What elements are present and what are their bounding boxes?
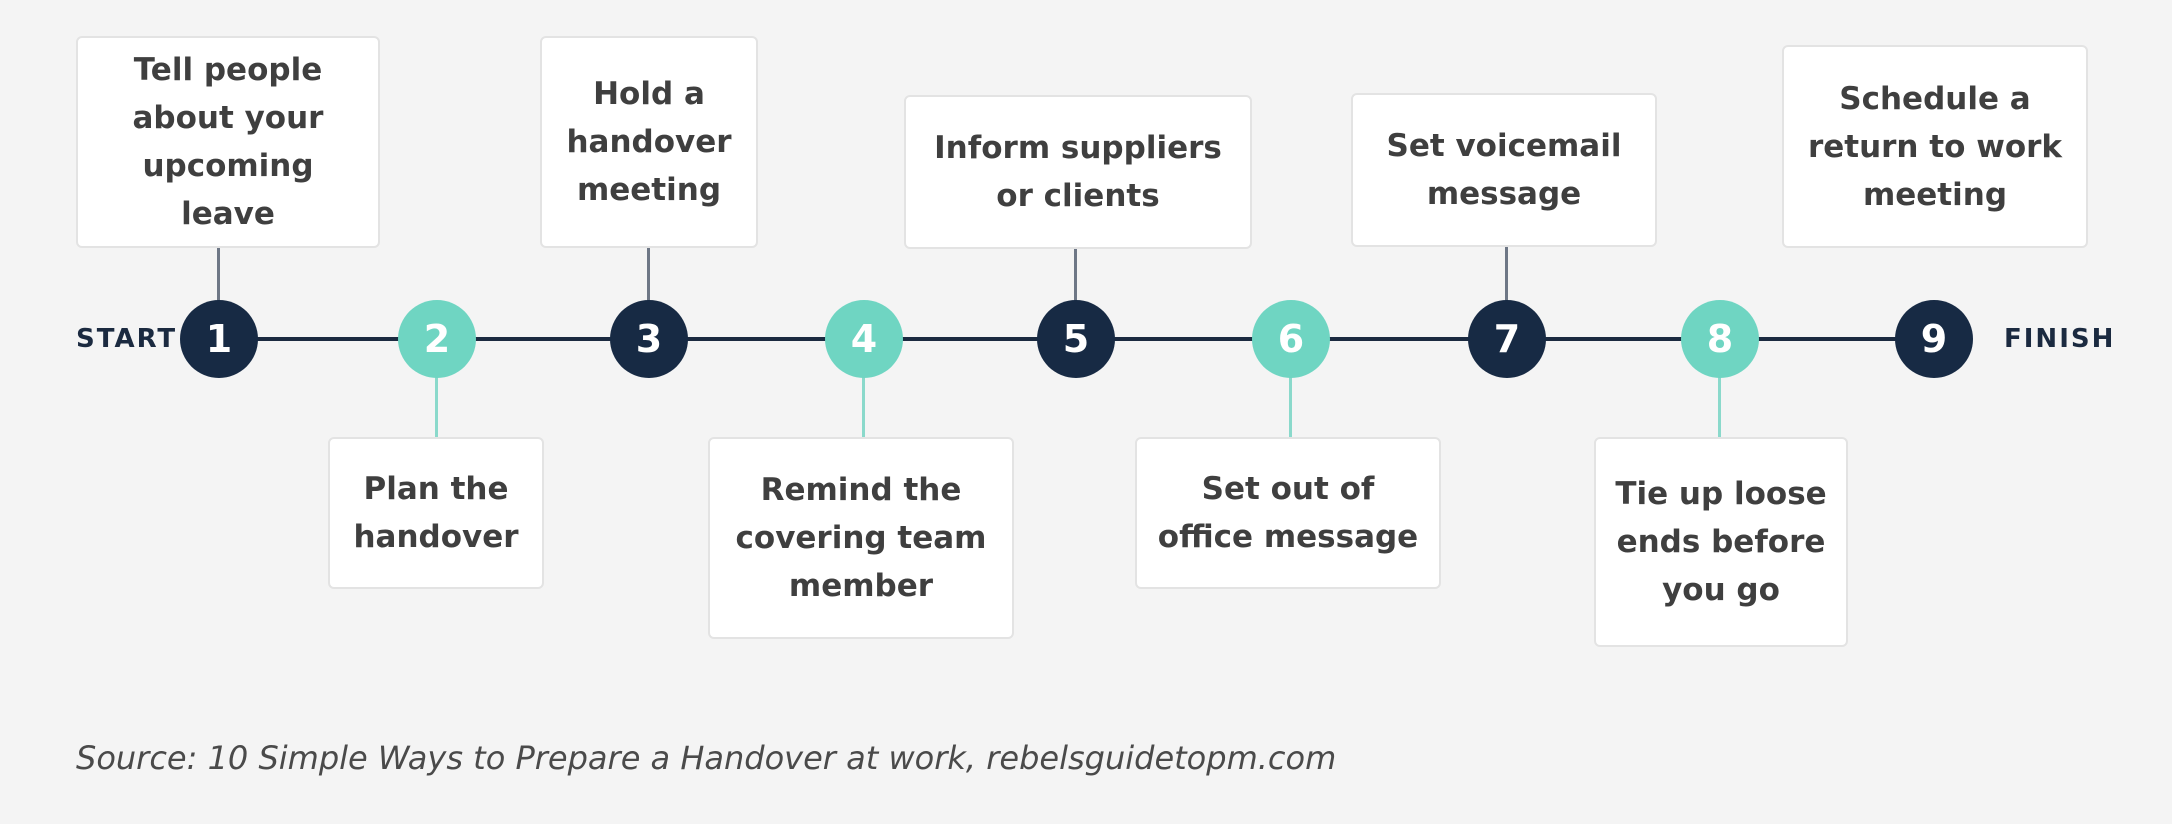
step-2-node: 2 [398, 300, 476, 378]
finish-label: FINISH [2004, 324, 2116, 354]
step-6-node: 6 [1252, 300, 1330, 378]
step-9-card: Schedule a return to work meeting [1782, 45, 2088, 248]
step-5-node: 5 [1037, 300, 1115, 378]
step-8-node: 8 [1681, 300, 1759, 378]
step-4-card: Remind the covering team member [708, 437, 1014, 639]
step-5-connector [1074, 247, 1077, 302]
source-caption: Source: 10 Simple Ways to Prepare a Hand… [76, 739, 1337, 777]
step-7-card: Set voicemail message [1351, 93, 1657, 247]
step-9-node: 9 [1895, 300, 1973, 378]
step-2-connector [435, 376, 438, 438]
step-8-card: Tie up loose ends before you go [1594, 437, 1848, 647]
step-1-node: 1 [180, 300, 258, 378]
step-8-connector [1718, 376, 1721, 438]
step-3-connector [647, 247, 650, 302]
step-5-card: Inform suppliers or clients [904, 95, 1252, 249]
step-1-card: Tell people about your upcoming leave [76, 36, 380, 248]
step-1-connector [217, 247, 220, 302]
step-2-card: Plan the handover [328, 437, 544, 589]
start-label: START [76, 324, 178, 354]
step-3-card: Hold a handover meeting [540, 36, 758, 248]
step-4-connector [862, 376, 865, 438]
step-6-connector [1289, 376, 1292, 438]
step-3-node: 3 [610, 300, 688, 378]
step-6-card: Set out of office message [1135, 437, 1441, 589]
step-4-node: 4 [825, 300, 903, 378]
step-7-node: 7 [1468, 300, 1546, 378]
step-7-connector [1505, 247, 1508, 302]
